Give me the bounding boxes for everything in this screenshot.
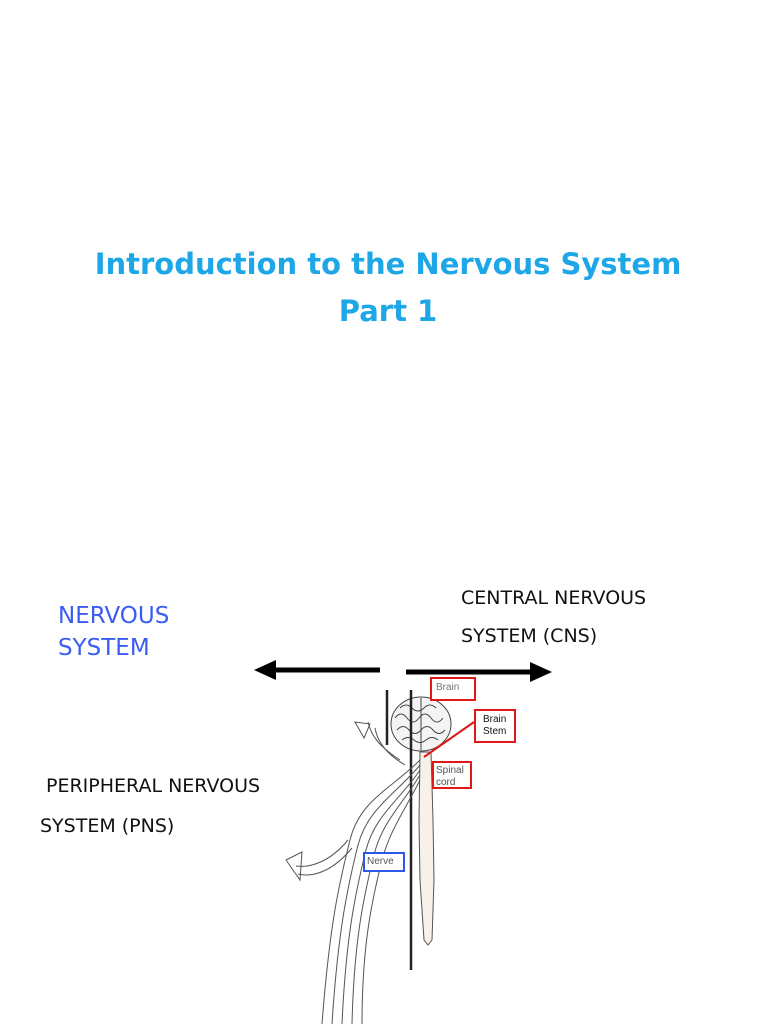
cns-label-line2: SYSTEM (CNS) (461, 625, 598, 647)
brain-callout: Brain (430, 677, 476, 701)
pns-label-line2: SYSTEM (PNS) (40, 815, 175, 837)
cns-label-line1: CENTRAL NERVOUS (461, 587, 647, 609)
nervous-system-label-line2: SYSTEM (58, 635, 150, 661)
spinal-cord-callout-line2: cord (436, 777, 456, 788)
arrow-left-icon (254, 660, 380, 680)
nerve-callout: Nerve (363, 852, 405, 872)
brain-stem-callout: Brain Stem (474, 709, 516, 743)
slide-subtitle: Part 1 (338, 294, 438, 328)
arrow-right-icon (406, 662, 552, 682)
callout-pointer-lines (423, 721, 475, 758)
peripheral-nerves-illustration (285, 721, 421, 1024)
slide-title: Introduction to the Nervous System (94, 247, 682, 281)
brain-illustration (390, 696, 452, 752)
brain-stem-callout-line2: Stem (483, 726, 507, 737)
pns-label-line1: PERIPHERAL NERVOUS (46, 775, 261, 797)
nervous-system-label-line1: NERVOUS (58, 603, 170, 629)
spinal-cord-callout: Spinal cord (432, 761, 472, 789)
spinal-cord-callout-line1: Spinal (436, 765, 464, 776)
vertebral-line (385, 690, 413, 970)
brain-stem-callout-line1: Brain (483, 714, 507, 725)
